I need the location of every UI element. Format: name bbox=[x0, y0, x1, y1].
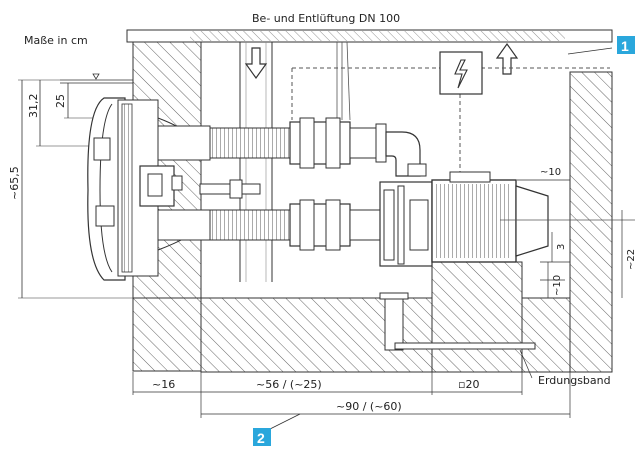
dim-20: ▫20 bbox=[458, 378, 479, 391]
suction-pipe bbox=[157, 117, 427, 177]
air-inlet-arrow-icon bbox=[244, 47, 268, 80]
vent-label: Be- und Entlüftung DN 100 bbox=[252, 12, 400, 25]
right-wall bbox=[569, 71, 613, 373]
cables bbox=[336, 41, 351, 121]
pump-motor bbox=[431, 171, 549, 263]
dim-65-5: ~65,5 bbox=[8, 166, 21, 200]
dimension-lines-left bbox=[18, 79, 133, 299]
high-voltage-icon bbox=[454, 59, 468, 89]
wall-fitting-unit bbox=[87, 97, 211, 281]
units-note: Maße in cm bbox=[24, 34, 88, 47]
electrical-box bbox=[439, 51, 483, 95]
ceiling-slab bbox=[126, 29, 613, 43]
electrical-conduit bbox=[291, 67, 610, 180]
dim-10-bottom: ~10 bbox=[552, 275, 563, 296]
dim-90: ~90 / (~60) bbox=[336, 400, 402, 413]
water-level-line bbox=[60, 73, 133, 84]
dim-31-2: 31,2 bbox=[27, 94, 40, 119]
pump-unit bbox=[379, 181, 433, 267]
dim-56: ~56 / (~25) bbox=[256, 378, 322, 391]
dim-25: 25 bbox=[54, 94, 67, 108]
vent-duct-left bbox=[239, 42, 273, 282]
dim-16: ~16 bbox=[152, 378, 175, 391]
return-pipe bbox=[157, 199, 381, 251]
dimension-lines-bottom bbox=[132, 349, 571, 418]
marker-2: 2 bbox=[253, 413, 301, 446]
dim-10-top: ~10 bbox=[540, 167, 561, 178]
dim-22: ~22 bbox=[626, 249, 635, 270]
ground-strip-label: Erdungsband bbox=[538, 374, 611, 387]
ground-strip bbox=[394, 342, 536, 350]
dimension-lines-right bbox=[517, 179, 623, 298]
marker-1-label: 1 bbox=[621, 38, 629, 54]
floor-slab bbox=[200, 261, 571, 373]
marker-2-label: 2 bbox=[257, 430, 265, 446]
marker-1: 1 bbox=[567, 36, 635, 55]
air-pipe bbox=[199, 179, 261, 199]
air-outlet-arrow-icon bbox=[495, 42, 519, 75]
dim-3: 3 bbox=[556, 244, 567, 250]
